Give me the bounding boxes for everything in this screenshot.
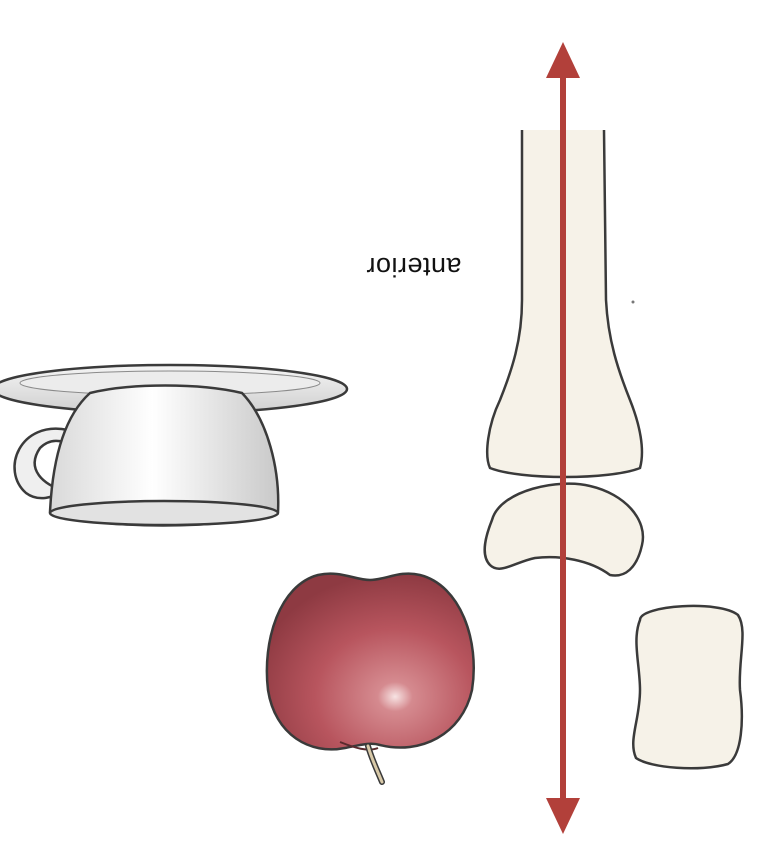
anterior-label: anterior xyxy=(366,252,462,282)
saucer-and-cup-icon xyxy=(0,363,349,527)
apple-icon xyxy=(265,572,475,785)
axis-arrow-icon xyxy=(546,42,580,834)
calcaneus-bone-icon xyxy=(632,604,744,770)
speck-dot xyxy=(631,300,635,304)
